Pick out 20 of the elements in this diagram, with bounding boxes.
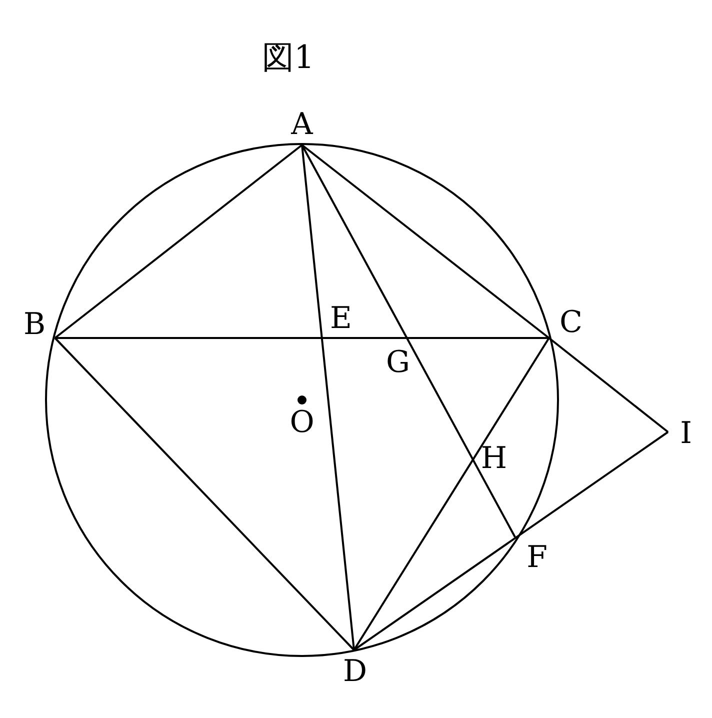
figure-title: 図1 [262,37,314,78]
line-segment [54,337,355,651]
line-segment [55,337,549,339]
line-segment [301,144,516,538]
line-segment [54,144,303,339]
point-label: H [478,440,510,478]
point-label: E [326,300,356,338]
point-label: I [668,414,704,454]
point-label: O [286,404,318,442]
point-label: F [515,537,559,579]
line-segment [353,337,550,651]
line-segment [353,431,669,651]
point-label: C [549,304,593,342]
point-label: B [14,306,55,344]
line-segment [301,144,550,339]
line-segment [548,337,669,433]
point-label: D [339,650,371,694]
point-label: A [287,104,317,145]
point-label: G [383,344,413,382]
line-segment [301,144,355,650]
